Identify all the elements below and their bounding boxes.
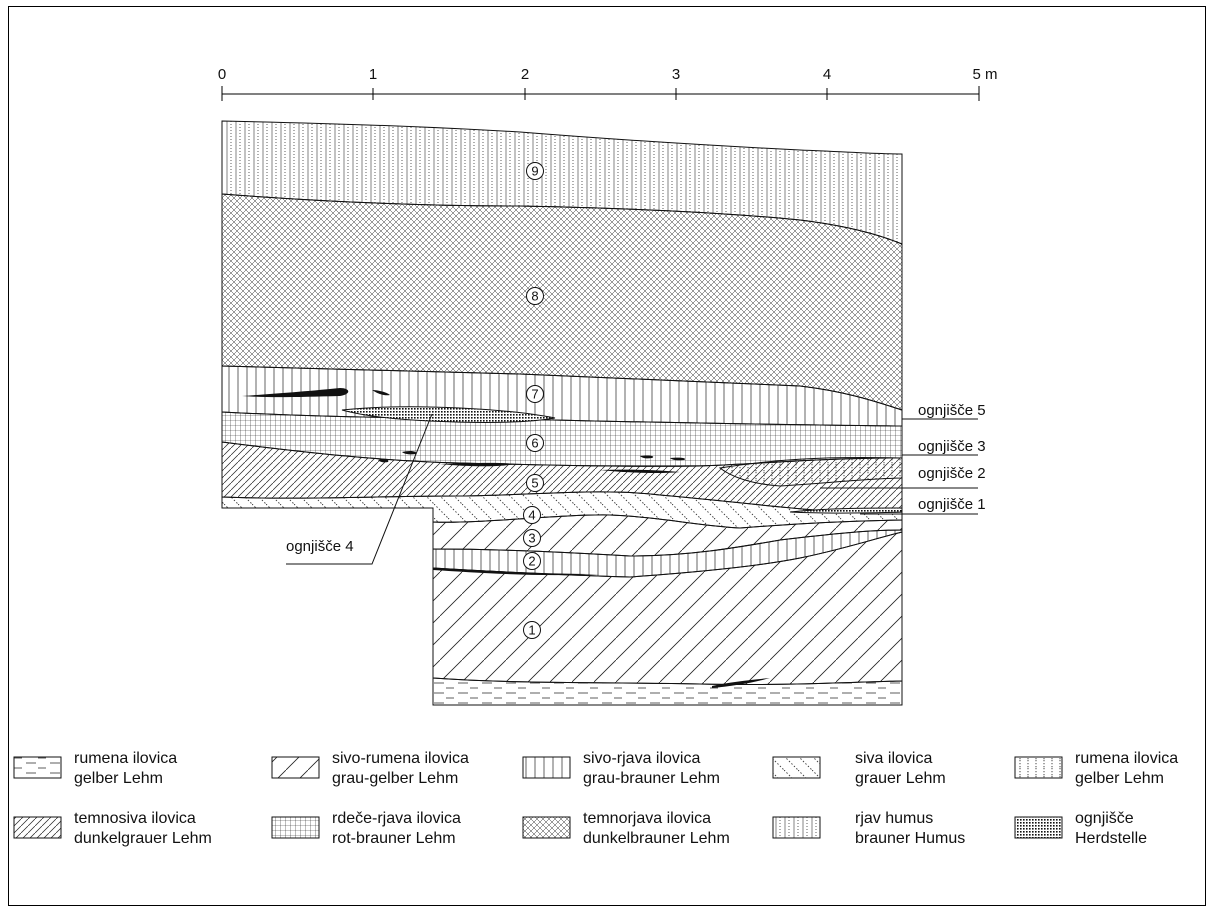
legend-label-sl: rjav humus [855, 810, 934, 827]
scale-tick-3: 3 [672, 66, 680, 83]
layer-marker-4: 4 [523, 506, 541, 524]
layer-marker-2: 2 [523, 552, 541, 570]
legend-swatch-yellow-loam [13, 756, 62, 779]
layer-number-4: 4 [528, 508, 535, 523]
hearth-5-lens [341, 406, 556, 424]
scale-tick-2: 2 [521, 66, 529, 83]
hearth-label-5: ognjišče 5 [918, 402, 986, 419]
legend-item-hearth: ognjišče Herdstelle [1075, 809, 1147, 849]
layer-number-2: 2 [528, 554, 535, 569]
section-layers [221, 120, 903, 706]
legend-label-sl: ognjišče [1075, 810, 1134, 827]
legend-item-yellow-loam: rumena ilovica gelber Lehm [74, 749, 177, 789]
legend-item-grey-loam: siva ilovica grauer Lehm [855, 749, 946, 789]
legend-swatch-grey-yellow-loam [271, 756, 320, 779]
legend-item-dark-grey-loam: temnosiva ilovica dunkelgrauer Lehm [74, 809, 212, 849]
legend-swatch-yellow-loam-dotted [1014, 756, 1063, 779]
scale-tick-5: 5 m [972, 66, 997, 83]
layer-marker-7: 7 [526, 385, 544, 403]
legend-swatch-brown-humus [772, 816, 821, 839]
layer-number-5: 5 [531, 476, 538, 491]
legend-label-sl: sivo-rjava ilovica [583, 750, 701, 767]
layer-number-8: 8 [531, 289, 538, 304]
scale-tick-4: 4 [823, 66, 831, 83]
legend-swatch-dark-brown-loam [522, 816, 571, 839]
layer-marker-3: 3 [523, 529, 541, 547]
scale-tick-0: 0 [218, 66, 226, 83]
layer-number-1: 1 [528, 623, 535, 638]
layer-number-7: 7 [531, 387, 538, 402]
hearth-label-2: ognjišče 2 [918, 465, 986, 482]
layer-marker-1: 1 [523, 621, 541, 639]
legend-label-de: gelber Lehm [74, 770, 163, 787]
hearth-label-1: ognjišče 1 [918, 496, 986, 513]
legend-label-sl: rumena ilovica [74, 750, 178, 767]
legend-label-sl: rdeče-rjava ilovica [332, 810, 461, 827]
legend-item-red-brown-loam: rdeče-rjava ilovica rot-brauner Lehm [332, 809, 461, 849]
leader-lines [286, 413, 978, 565]
figure-frame [8, 6, 1206, 906]
hearth-1-lens [789, 507, 903, 514]
layer-marker-9: 9 [526, 162, 544, 180]
layer-number-3: 3 [528, 531, 535, 546]
layer-marker-8: 8 [526, 287, 544, 305]
legend-label-de: brauner Humus [855, 830, 966, 847]
layer-marker-5: 5 [526, 474, 544, 492]
layer-number-6: 6 [531, 436, 538, 451]
legend-item-grey-yellow-loam: sivo-rumena ilovica grau-gelber Lehm [332, 749, 469, 789]
legend-swatches [13, 756, 1063, 839]
layer-number-9: 9 [531, 164, 538, 179]
legend-label-de: dunkelgrauer Lehm [74, 830, 212, 847]
hearth-label-4: ognjišče 4 [286, 538, 354, 555]
layer-number-markers: 9 8 7 6 5 4 3 2 [523, 162, 544, 639]
legend-swatch-grey-brown-loam [522, 756, 571, 779]
legend-label-sl: temnorjava ilovica [583, 810, 712, 827]
layer-9 [221, 120, 903, 245]
legend-swatch-grey-loam [772, 756, 821, 779]
legend-label-de: rot-brauner Lehm [332, 830, 456, 847]
legend-label-sl: temnosiva ilovica [74, 810, 196, 827]
legend-item-grey-brown-loam: sivo-rjava ilovica grau-brauner Lehm [583, 749, 720, 789]
legend-label-de: grauer Lehm [855, 770, 946, 787]
charcoal-lenses [242, 388, 770, 688]
scale-bar: 0 1 2 3 4 5 m [218, 66, 998, 101]
legend-label-de: Herdstelle [1075, 830, 1148, 847]
legend-item-yellow-loam-dotted: rumena ilovica gelber Lehm [1075, 749, 1178, 789]
legend-label-de: grau-gelber Lehm [332, 770, 459, 787]
scale-tick-1: 1 [369, 66, 377, 83]
legend-label-de: dunkelbrauner Lehm [583, 830, 730, 847]
legend-label-de: gelber Lehm [1075, 770, 1164, 787]
legend-item-dark-brown-loam: temnorjava ilovica dunkelbrauner Lehm [583, 809, 730, 849]
legend-label-sl: siva ilovica [855, 750, 933, 767]
legend-swatch-red-brown-loam [271, 816, 320, 839]
legend-label-sl: sivo-rumena ilovica [332, 750, 469, 767]
layer-marker-6: 6 [526, 434, 544, 452]
hearth-2-lens [718, 457, 903, 487]
legend-swatch-dark-grey-loam [13, 816, 62, 839]
legend-item-brown-humus: rjav humus brauner Humus [855, 809, 965, 849]
hearth-label-3: ognjišče 3 [918, 438, 986, 455]
legend-swatch-hearth [1014, 816, 1063, 839]
legend-label-de: grau-brauner Lehm [583, 770, 720, 787]
legend-label-sl: rumena ilovica [1075, 750, 1179, 767]
